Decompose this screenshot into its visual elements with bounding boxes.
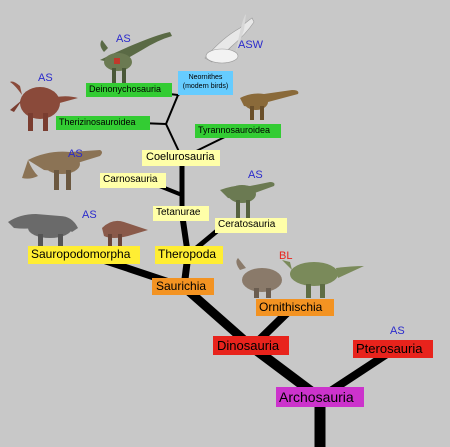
deinonychosauria-label: Deinonychosauria [89, 84, 162, 94]
carnosaur-illustration [22, 150, 102, 190]
neornithes-sublabel: (modern birds) [182, 83, 229, 90]
dinosauria-label: Dinosauria [217, 338, 280, 353]
saurichia-box [152, 278, 214, 295]
credit-pterosaur: AS [390, 325, 405, 337]
archosauria-box [276, 387, 364, 407]
coelurosauria-label: Coelurosauria [146, 151, 215, 163]
deinonychosauria-box [86, 83, 172, 97]
seagull-illustration [204, 14, 255, 64]
theropoda-label: Theropoda [158, 247, 217, 261]
sauropodomorpha-box [28, 246, 140, 264]
tetanurae-label: Tetanurae [156, 207, 201, 218]
ornithischia-box [256, 299, 334, 316]
saurichia-label: Saurichia [156, 279, 207, 293]
deinonychosaur-illustration [100, 32, 172, 84]
sauropodomorph-illustration [8, 214, 148, 248]
therizinosauroidea-box [56, 116, 150, 130]
theropoda-box [155, 246, 223, 264]
ceratosauria-box [215, 218, 287, 233]
credit-ceratosaur: AS [248, 169, 263, 181]
ceratosauria-label: Ceratosauria [218, 219, 276, 230]
therizinosaur-illustration [10, 81, 78, 131]
clade-label-boxes [28, 71, 433, 407]
ornithischia-label: Ornithischia [259, 300, 323, 314]
tetanurae-box [153, 206, 209, 221]
tyrannosauroidea-box [195, 124, 281, 138]
neornithes-label: Neornithes [188, 74, 223, 81]
coelurosauria-box [142, 150, 220, 166]
ceratosaur-illustration [220, 182, 275, 218]
credit-sauropodomorph: AS [82, 209, 97, 221]
ceratopsian-and-ornithopod-illustration [236, 258, 364, 298]
therizinosauroidea-label: Therizinosauroidea [59, 117, 136, 127]
neornithes-box [178, 71, 233, 95]
credit-carnosaur: AS [68, 148, 83, 160]
dinosauria-box [213, 336, 289, 355]
branch-maniraptora [165, 94, 179, 125]
credit-deinonychosaur: AS [116, 33, 131, 45]
credit-bird: ASW [238, 39, 264, 51]
archosauria-label: Archosauria [279, 389, 354, 405]
sauropodomorpha-label: Sauropodomorpha [31, 247, 131, 261]
credit-ornithischian: BL [279, 250, 293, 262]
carnosauria-box [100, 173, 166, 188]
carnosauria-label: Carnosauria [103, 174, 158, 185]
pterosauria-box [353, 340, 433, 358]
tyrannosauroid-illustration [240, 90, 299, 120]
pterosauria-label: Pterosauria [356, 341, 423, 356]
tyrannosauroidea-label: Tyrannosauroidea [198, 125, 271, 135]
credit-therizinosaur: AS [38, 72, 53, 84]
